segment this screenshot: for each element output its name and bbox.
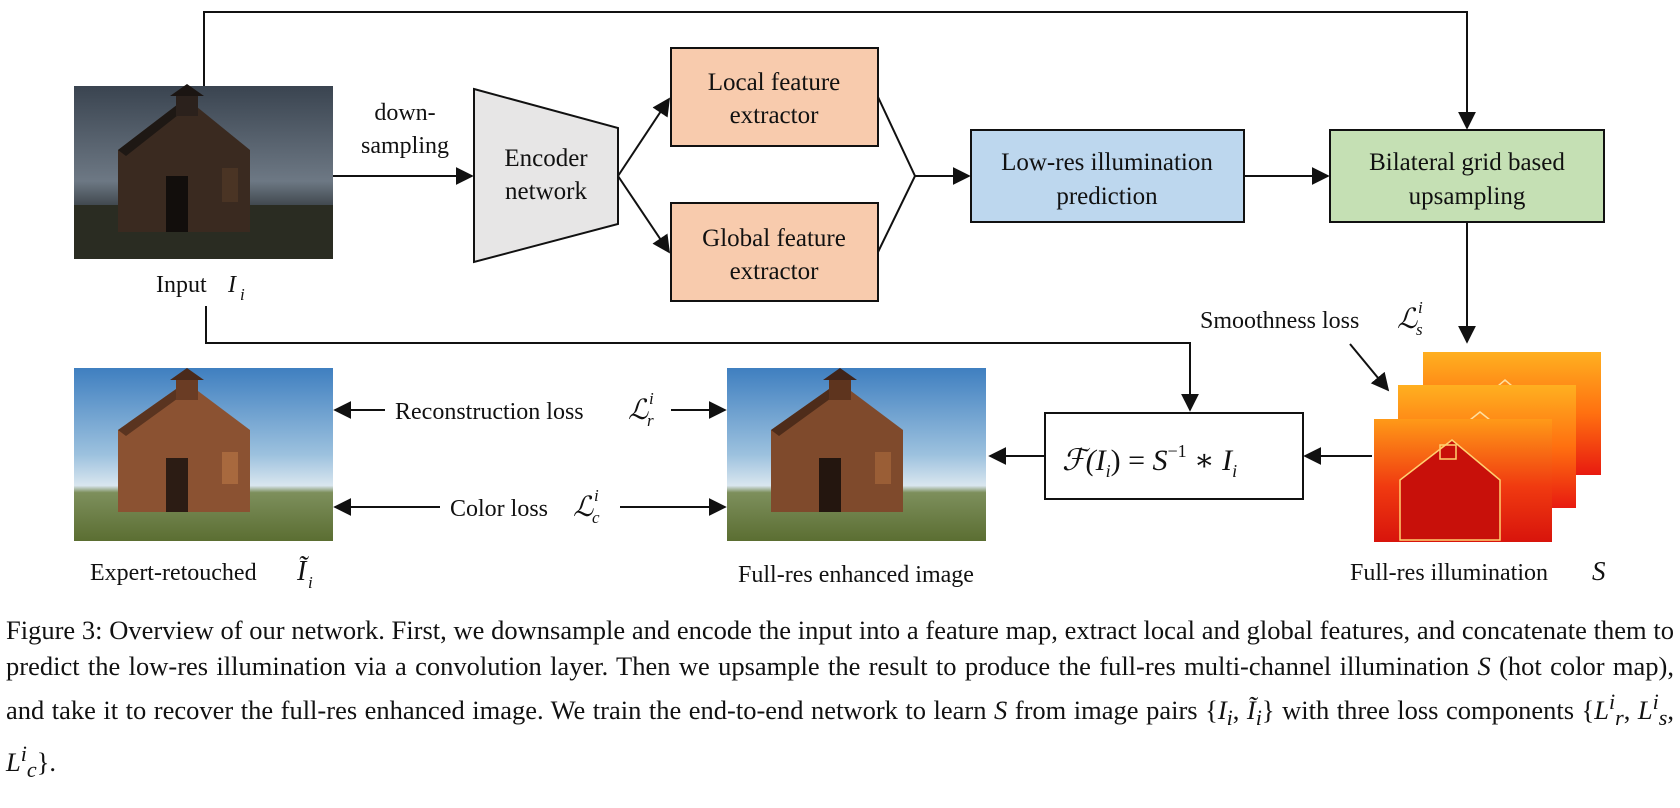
bilateral-grid-box <box>1329 129 1605 223</box>
svg-text:Smoothness loss: Smoothness loss <box>1200 308 1359 334</box>
global-feature-label-1: Global feature <box>702 225 846 252</box>
formula-box <box>1044 412 1304 500</box>
global-feature-extractor-box <box>670 202 879 302</box>
svg-text:Full-res illumination: Full-res illumination <box>1350 560 1548 586</box>
figure-caption: Figure 3: Overview of our network. First… <box>6 615 1675 783</box>
formula-text: ℱ(Ii) = S−1 ∗ Ii <box>1062 441 1237 481</box>
enhanced-image <box>727 368 986 541</box>
svg-text:ℒ: ℒ <box>573 492 594 523</box>
illumination-caption: Full-res illumination S <box>1350 556 1606 586</box>
svg-text:Reconstruction loss: Reconstruction loss <box>395 399 584 425</box>
svg-text:i: i <box>649 389 654 408</box>
svg-text:Expert-retouched: Expert-retouched <box>90 560 257 586</box>
encoder-label-1: Encoder <box>504 145 588 172</box>
svg-text:r: r <box>647 411 654 430</box>
top-row-connectors <box>203 11 1476 412</box>
svg-text:i: i <box>308 573 313 592</box>
color-loss-label: Color loss ℒ c i <box>450 486 600 527</box>
svg-text:i: i <box>240 285 245 304</box>
enhanced-caption: Full-res enhanced image <box>738 562 974 588</box>
reconstruction-loss-label: Reconstruction loss ℒ r i <box>395 389 654 430</box>
local-feature-label-1: Local feature <box>708 69 841 96</box>
smoothness-loss-label: Smoothness loss ℒ s i <box>1200 298 1423 339</box>
svg-text:Ĩ: Ĩ <box>296 556 309 587</box>
svg-text:i: i <box>594 486 599 505</box>
svg-text:I: I <box>227 272 237 298</box>
local-feature-extractor-box <box>670 47 879 147</box>
svg-text:S: S <box>1592 556 1606 586</box>
svg-text:ℒ: ℒ <box>1397 304 1418 335</box>
svg-text:Input: Input <box>156 272 207 298</box>
full-res-illumination-stack <box>1374 352 1601 542</box>
svg-text:i: i <box>1418 298 1423 317</box>
expert-caption: Expert-retouched Ĩ i <box>90 556 313 592</box>
downsampling-label-2: sampling <box>361 133 449 159</box>
downsampling-label-1: down- <box>374 100 435 126</box>
lowres-label-1: Low-res illumination <box>1001 149 1213 176</box>
bilateral-label-1: Bilateral grid based <box>1369 149 1565 176</box>
input-caption: Input I i <box>156 272 245 304</box>
global-feature-label-2: extractor <box>730 258 820 285</box>
network-overview-diagram: Input I i Encoder network down- sampling… <box>74 11 1606 592</box>
input-image <box>74 84 333 259</box>
smoothness-arrow <box>1349 343 1390 392</box>
svg-text:s: s <box>1416 320 1423 339</box>
expert-retouched-image <box>74 368 333 541</box>
bilateral-label-2: upsampling <box>1409 183 1526 210</box>
local-feature-label-2: extractor <box>730 102 820 129</box>
svg-text:ℒ: ℒ <box>628 395 649 426</box>
encoder-label-2: network <box>505 178 587 205</box>
lowres-illumination-box <box>970 129 1245 223</box>
lowres-label-2: prediction <box>1056 183 1158 210</box>
svg-text:Color loss: Color loss <box>450 496 548 522</box>
encoder-network-shape <box>473 87 619 264</box>
loss-arrows <box>333 401 727 516</box>
svg-text:c: c <box>592 508 600 527</box>
